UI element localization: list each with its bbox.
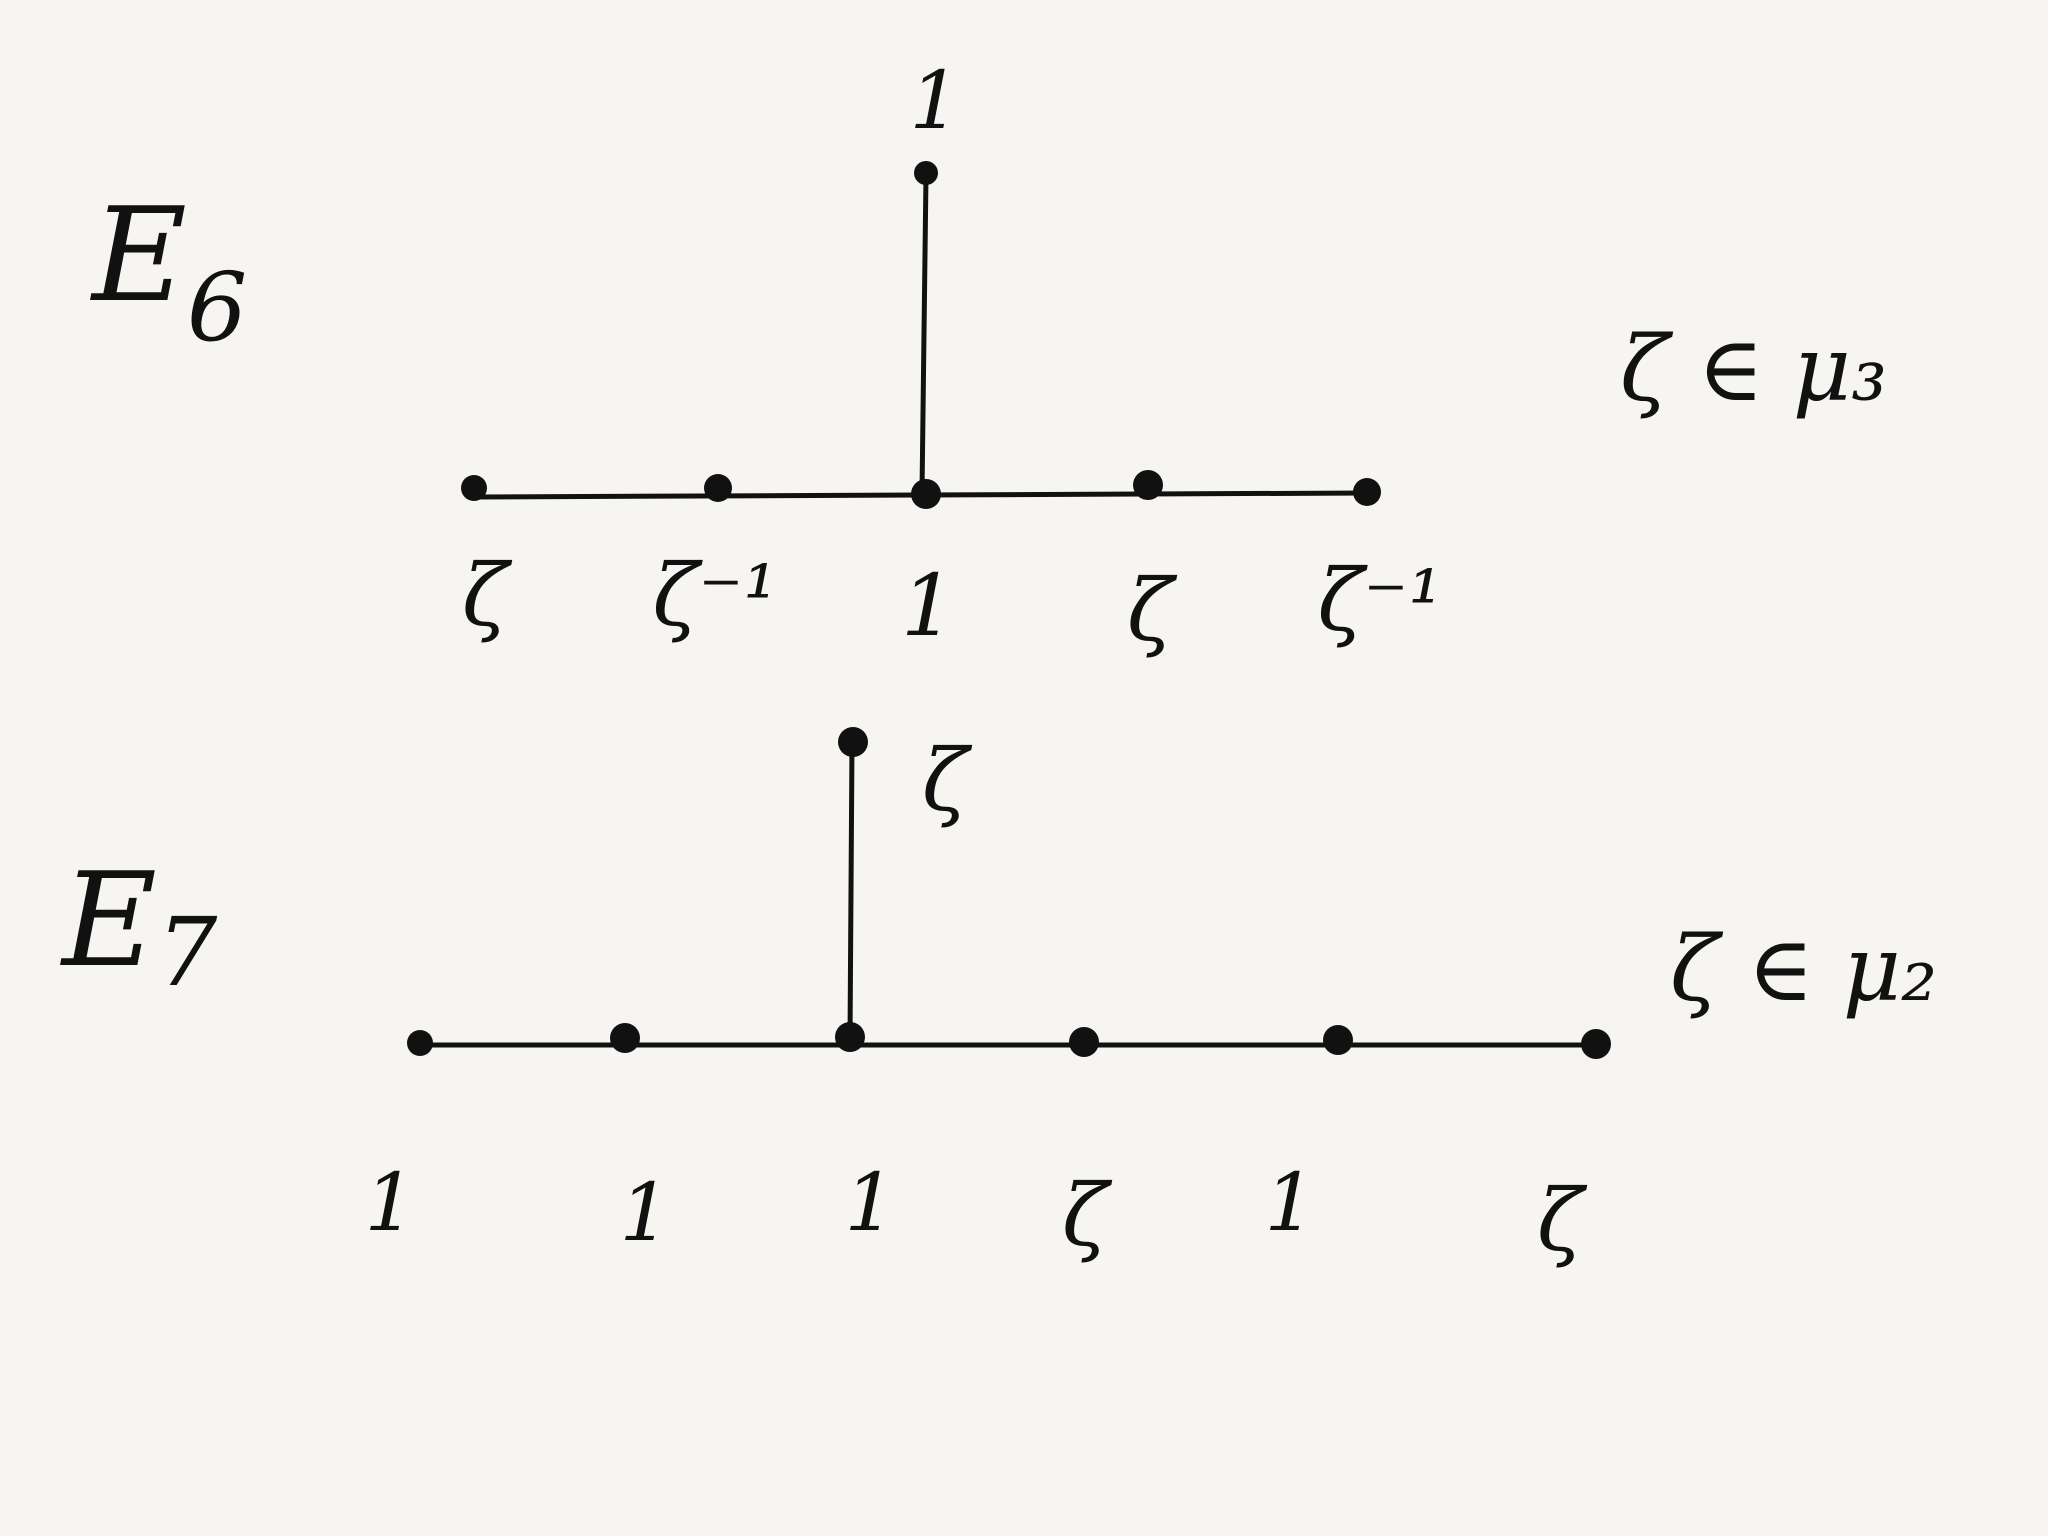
e6-label-top: 1 [910, 54, 961, 147]
e6-node-1 [461, 475, 487, 501]
e6-node-center [911, 479, 941, 509]
e7-title-subscript: 7 [157, 898, 218, 1008]
e6-title: E6 [90, 179, 247, 363]
e6-node-5 [1353, 478, 1381, 506]
e7-node-top [838, 727, 868, 757]
e6-label-center: 1 [901, 557, 955, 656]
e6-diagram: E6 ζ ∈ μ₃ 1 ζ ζ⁻¹ 1 ζ ζ⁻¹ [90, 54, 1887, 661]
e6-condition: ζ ∈ μ₃ [1620, 317, 1887, 422]
e6-label-1: ζ [462, 547, 513, 646]
e6-node-2 [704, 474, 732, 502]
e7-node-center [835, 1022, 865, 1052]
e7-node-5 [1323, 1025, 1353, 1055]
e7-title: E7 [60, 844, 218, 1008]
e7-node-1 [407, 1030, 433, 1056]
e7-label-center: 1 [845, 1156, 896, 1249]
e6-node-top [914, 161, 938, 185]
e7-title-main: E [60, 844, 157, 996]
e6-title-subscript: 6 [187, 253, 247, 363]
e7-condition: ζ ∈ μ₂ [1670, 917, 1937, 1022]
e7-label-1: 1 [365, 1156, 416, 1249]
e7-node-6 [1581, 1029, 1611, 1059]
e7-label-6: ζ [1537, 1172, 1588, 1271]
e6-label-5: ζ⁻¹ [1317, 552, 1442, 651]
e6-node-4 [1133, 470, 1163, 500]
e7-diagram: E7 ζ ∈ μ₂ ζ 1 1 1 ζ 1 ζ [60, 727, 1937, 1271]
e7-node-4 [1069, 1027, 1099, 1057]
e7-node-2 [610, 1023, 640, 1053]
e6-label-2: ζ⁻¹ [652, 547, 777, 646]
e6-label-4: ζ [1127, 562, 1178, 661]
e7-label-4: ζ [1062, 1167, 1113, 1266]
e7-label-top: ζ [922, 732, 973, 831]
e7-label-2: 1 [620, 1166, 671, 1259]
e7-branch-edge [847, 739, 855, 1043]
e6-branch-edge [919, 172, 929, 496]
e7-label-5: 1 [1265, 1156, 1316, 1249]
e6-title-main: E [90, 179, 187, 331]
